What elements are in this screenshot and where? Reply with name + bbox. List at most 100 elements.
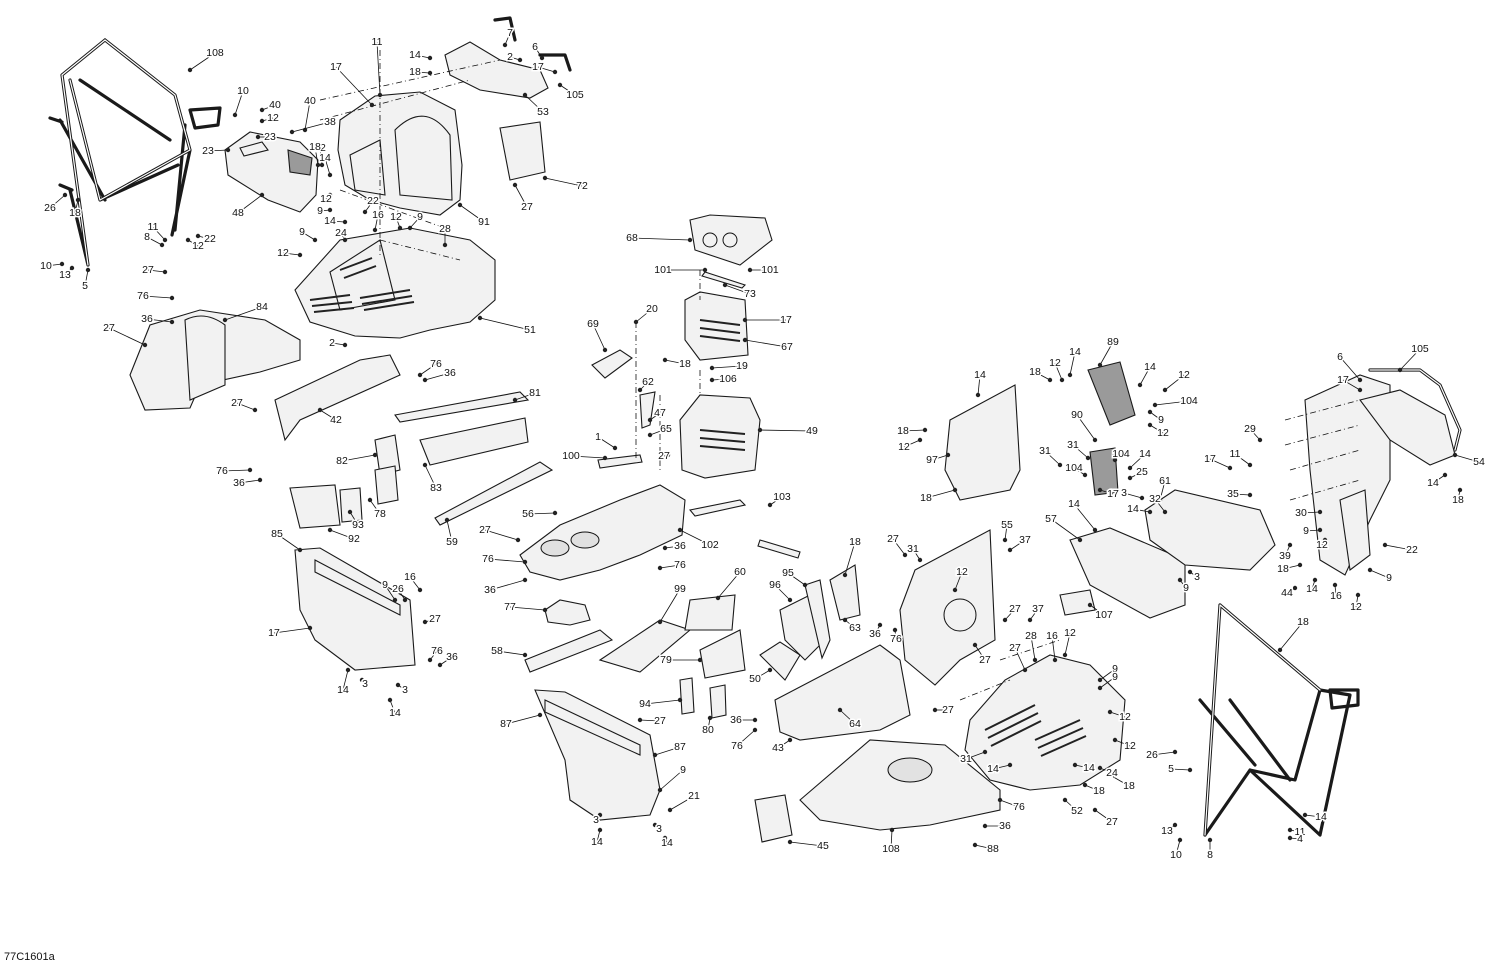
svg-text:68: 68 bbox=[626, 232, 638, 244]
fastener-mark bbox=[427, 55, 433, 61]
callout-number: 18 bbox=[1029, 366, 1041, 378]
callout-leader-21 bbox=[669, 795, 695, 811]
callout-number: 12 bbox=[1119, 711, 1131, 723]
fastener-mark bbox=[252, 407, 258, 413]
rear-assembly-61-part bbox=[1144, 489, 1276, 571]
callout-number: 31 bbox=[907, 543, 919, 555]
callout-leader-106 bbox=[711, 378, 729, 381]
callout-number: 11 bbox=[372, 36, 383, 48]
svg-text:67: 67 bbox=[781, 341, 793, 353]
callout-number: 27 bbox=[142, 264, 154, 276]
callout-number: 3 bbox=[402, 684, 408, 696]
callout-number: 26 bbox=[392, 583, 404, 595]
svg-text:22: 22 bbox=[1406, 544, 1418, 556]
fastener-mark bbox=[522, 92, 528, 98]
fastener-mark bbox=[345, 667, 351, 673]
svg-text:30: 30 bbox=[1295, 507, 1307, 519]
callout-leader-94 bbox=[644, 699, 681, 705]
callout-number: 61 bbox=[1159, 475, 1171, 487]
callout-number: 108 bbox=[882, 843, 900, 855]
fastener-mark bbox=[1317, 527, 1323, 533]
callout-number: 14 bbox=[591, 836, 603, 848]
fastener-mark bbox=[677, 697, 683, 703]
callout-number: 47 bbox=[654, 407, 666, 419]
svg-text:18: 18 bbox=[679, 358, 691, 370]
callout-number: 16 bbox=[1330, 590, 1342, 602]
callout-number: 17 bbox=[1204, 453, 1216, 465]
callout-leader-18 bbox=[314, 146, 319, 166]
fastener-mark bbox=[407, 225, 413, 231]
fastener-mark bbox=[169, 295, 175, 301]
callout-leader-56 bbox=[527, 512, 556, 515]
fastener-mark bbox=[297, 547, 303, 553]
callout-leader-31 bbox=[1044, 450, 1061, 466]
svg-text:3: 3 bbox=[362, 678, 368, 690]
bars-103-part bbox=[688, 499, 801, 559]
fastener-mark bbox=[342, 237, 348, 243]
callout-leader-36 bbox=[146, 318, 173, 323]
fastener-mark bbox=[1247, 462, 1253, 468]
callout-leader-42 bbox=[319, 409, 337, 421]
callout-number: 53 bbox=[537, 106, 549, 118]
callout-number: 28 bbox=[439, 223, 451, 235]
fastener-mark bbox=[787, 737, 793, 743]
fastener-mark bbox=[657, 787, 663, 793]
fastener-mark bbox=[1027, 617, 1033, 623]
callout-number: 3 bbox=[362, 678, 368, 690]
fastener-mark bbox=[1332, 582, 1338, 588]
svg-text:12: 12 bbox=[390, 211, 402, 223]
callout-number: 16 bbox=[372, 209, 384, 221]
fastener-mark bbox=[1127, 475, 1133, 481]
svg-text:80: 80 bbox=[702, 724, 714, 736]
fastener-mark bbox=[1082, 782, 1088, 788]
callout-leader-36 bbox=[489, 579, 526, 591]
svg-text:63: 63 bbox=[849, 622, 861, 634]
svg-text:27: 27 bbox=[654, 715, 666, 727]
callout-number: 3 bbox=[593, 814, 599, 826]
bracket-53-part bbox=[444, 16, 572, 99]
callout-leader-14 bbox=[1432, 474, 1446, 484]
callout-number: 18 bbox=[897, 425, 909, 437]
callout-leader-78 bbox=[369, 499, 381, 515]
fastener-mark bbox=[837, 707, 843, 713]
fastener-mark bbox=[247, 467, 253, 473]
svg-text:77: 77 bbox=[504, 601, 516, 613]
callout-number: 18 bbox=[309, 141, 321, 153]
fastener-mark bbox=[1187, 767, 1193, 773]
fastener-mark bbox=[162, 237, 168, 243]
fastener-mark bbox=[1227, 465, 1233, 471]
fastener-mark bbox=[1097, 362, 1103, 368]
callout-leader-27 bbox=[484, 529, 519, 541]
fastener-mark bbox=[709, 377, 715, 383]
svg-text:27: 27 bbox=[1009, 642, 1021, 654]
fastener-mark bbox=[1139, 495, 1145, 501]
callout-number: 100 bbox=[562, 450, 580, 462]
fastener-mark bbox=[442, 242, 448, 248]
fastener-mark bbox=[257, 477, 263, 483]
fastener-mark bbox=[395, 682, 401, 688]
callout-number: 30 bbox=[1295, 507, 1307, 519]
fastener-mark bbox=[1177, 837, 1183, 843]
callout-leader-50 bbox=[754, 669, 771, 680]
fastener-mark bbox=[1107, 772, 1113, 778]
callout-leader-97 bbox=[931, 454, 949, 461]
panel-50-part bbox=[899, 529, 996, 686]
callout-leader-26 bbox=[1151, 751, 1176, 756]
svg-text:27: 27 bbox=[942, 704, 954, 716]
callout-number: 3 bbox=[1121, 487, 1127, 499]
callout-number: 27 bbox=[979, 654, 991, 666]
fastener-mark bbox=[677, 527, 683, 533]
callout-number: 11 bbox=[1230, 448, 1241, 460]
fastener-mark bbox=[597, 827, 603, 833]
callout-number: 72 bbox=[576, 180, 588, 192]
callout-number: 36 bbox=[674, 540, 686, 552]
svg-text:1: 1 bbox=[595, 431, 601, 443]
fastener-mark bbox=[842, 572, 848, 578]
fastener-mark bbox=[477, 315, 483, 321]
callout-number: 108 bbox=[206, 47, 224, 59]
fastener-mark bbox=[427, 657, 433, 663]
callout-leader-12 bbox=[1164, 374, 1185, 391]
rear-tub-52-part bbox=[964, 654, 1126, 791]
svg-text:14: 14 bbox=[337, 684, 349, 696]
svg-text:9: 9 bbox=[299, 226, 305, 238]
